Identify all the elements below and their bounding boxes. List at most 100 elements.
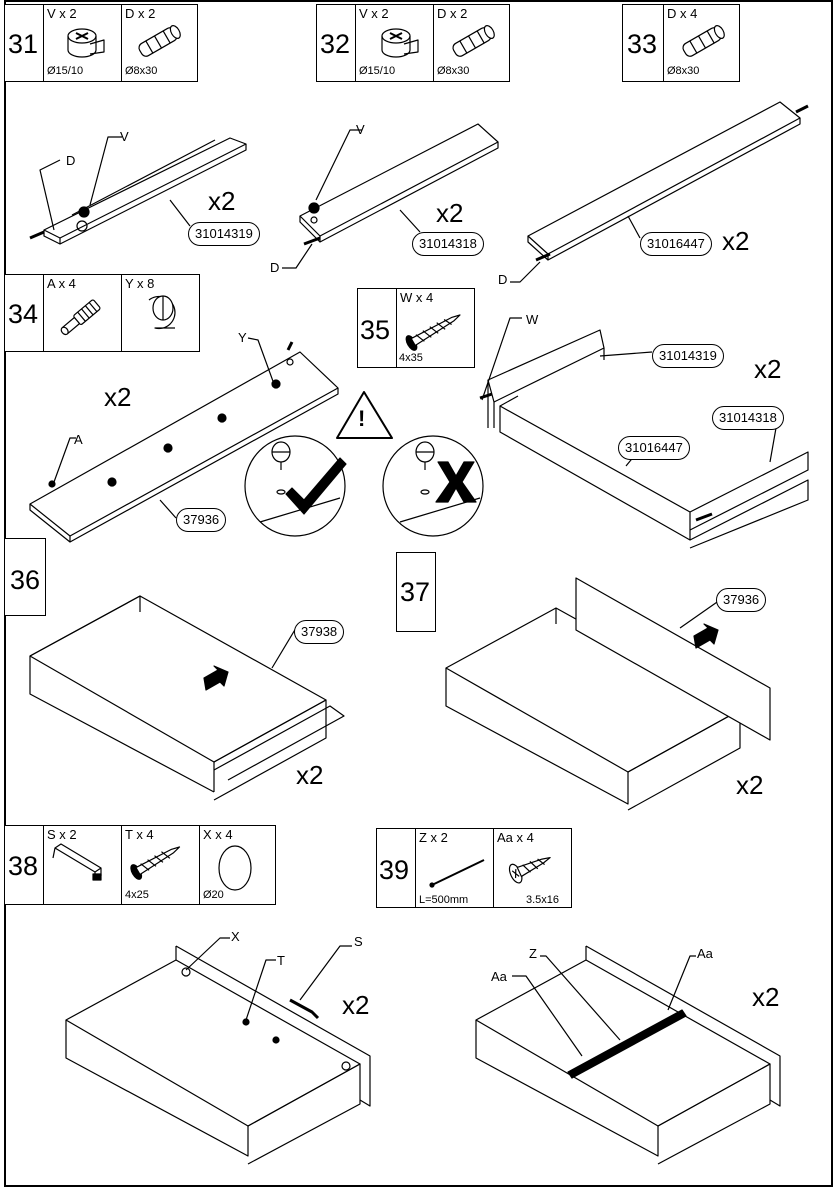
part-letter: D: [270, 260, 280, 275]
part-dim: Ø8x30: [667, 65, 700, 77]
part-dim: L=500mm: [419, 894, 469, 906]
wrong-x-icon: [435, 461, 477, 503]
part-letter: D: [66, 153, 76, 168]
step-number: 32: [320, 29, 351, 59]
board-31014319: [29, 136, 247, 245]
part-letter: V: [120, 129, 129, 144]
part-letter: Y: [238, 330, 247, 345]
step-number: 33: [627, 29, 658, 59]
drawer-38: [65, 937, 371, 1165]
part-number-callout: 31014318: [412, 232, 484, 256]
part-dim: Ø8x30: [437, 65, 470, 77]
part-dim: 4x25: [125, 889, 149, 901]
step-33-parts-box: 33 D x 4 Ø8x30: [622, 4, 740, 82]
step-number: 39: [379, 855, 410, 885]
step-36-box: 36: [4, 538, 46, 616]
screw-icon: [508, 856, 551, 884]
part-letter: W: [526, 312, 539, 327]
part-letter: Aa: [697, 946, 713, 961]
part-letter: T: [277, 953, 285, 968]
step-number: 31: [8, 29, 39, 59]
part-letter: X: [231, 929, 240, 944]
step-number: 35: [360, 315, 391, 345]
step-32-parts-box: 32 V x 2 Ø15/10 D x 2 Ø8x30: [316, 4, 510, 82]
part-cell: W x 4 4x35: [396, 289, 476, 367]
part-label: V x 2: [359, 6, 389, 21]
part-dim: Ø20: [203, 889, 224, 901]
step-37-box: 37: [396, 552, 436, 632]
rod-icon: [429, 859, 485, 888]
part-dim: Ø15/10: [47, 65, 84, 77]
quantity-label: x2: [754, 354, 782, 384]
warning-symbol: !: [358, 406, 366, 431]
panel-37936: [29, 337, 339, 543]
part-dim: 4x35: [399, 352, 423, 364]
cam-bolt-icon: [60, 299, 101, 336]
step-34-parts-box: 34 A x 4 Y x 8: [4, 274, 200, 352]
drawer-36: [29, 595, 345, 801]
wrong-detail-circle: [382, 435, 484, 537]
part-label: T x 4: [125, 827, 154, 842]
part-number-callout: 31014319: [652, 344, 724, 368]
part-number-callout: 31014318: [712, 406, 784, 430]
part-number-callout: 37936: [716, 588, 767, 612]
quantity-label: x2: [296, 760, 324, 790]
part-label: Z x 2: [419, 830, 448, 845]
quantity-label: x2: [342, 990, 370, 1020]
part-label: Aa x 4: [497, 830, 534, 845]
dowel-icon: [452, 25, 495, 57]
part-letter: Aa: [491, 969, 507, 984]
part-cell: T x 4 4x25: [121, 826, 201, 904]
screw-icon: [130, 846, 181, 880]
cam-lock-icon: [381, 28, 419, 58]
quantity-label: x2: [752, 982, 780, 1012]
part-label: A x 4: [47, 276, 76, 291]
drawer-37: [445, 577, 771, 811]
quantity-label: x2: [208, 186, 236, 216]
part-dim: Ø8x30: [125, 65, 158, 77]
part-letter: S: [354, 934, 363, 949]
part-cell: V x 2 Ø15/10: [355, 5, 435, 81]
step-35-parts-box: 35 W x 4 4x35: [357, 288, 475, 368]
part-label: X x 4: [203, 827, 233, 842]
part-letter: A: [74, 432, 83, 447]
step-31-parts-box: 31 V x 2 Ø15/10 D x 2 Ø8x30: [4, 4, 198, 82]
board-31016447: [510, 101, 809, 283]
step-number: 34: [8, 299, 39, 329]
part-label: D x 2: [437, 6, 468, 21]
quantity-label: x2: [736, 770, 764, 800]
board-31014318: [282, 123, 499, 269]
part-cell: X x 4 Ø20: [199, 826, 277, 904]
quantity-label: x2: [436, 198, 464, 228]
cover-cap-icon: [218, 845, 252, 891]
dowel-icon: [682, 25, 725, 57]
part-cell: Aa x 4 3.5x16: [493, 829, 573, 907]
correct-detail-circle: [244, 435, 346, 537]
plastic-plug-icon: [148, 295, 176, 330]
screw-icon: [405, 314, 461, 351]
step-39-parts-box: 39 Z x 2 L=500mm Aa x 4 3.5x16: [376, 828, 572, 908]
warning-triangle-icon: [336, 391, 393, 439]
check-icon: [285, 457, 347, 515]
quantity-label: x2: [104, 382, 132, 412]
step-number: 38: [8, 851, 39, 881]
part-label: V x 2: [47, 6, 77, 21]
part-letter: Z: [529, 946, 537, 961]
part-letter: V: [356, 122, 365, 137]
part-cell: D x 2 Ø8x30: [433, 5, 511, 81]
dowel-icon: [138, 25, 181, 57]
part-cell: A x 4: [43, 275, 123, 351]
step-number: 37: [400, 577, 431, 607]
step-number: 36: [10, 565, 41, 595]
quantity-label: x2: [722, 226, 750, 256]
part-label: Y x 8: [125, 276, 155, 291]
handle-icon: [52, 843, 102, 881]
part-dim: Ø15/10: [359, 65, 396, 77]
part-number-callout: 31016447: [640, 232, 712, 256]
part-number-callout: 31014319: [188, 222, 260, 246]
cam-lock-icon: [67, 28, 105, 58]
drawer-39: [475, 945, 781, 1165]
part-label: S x 2: [47, 827, 77, 842]
part-number-callout: 31016447: [618, 436, 690, 460]
